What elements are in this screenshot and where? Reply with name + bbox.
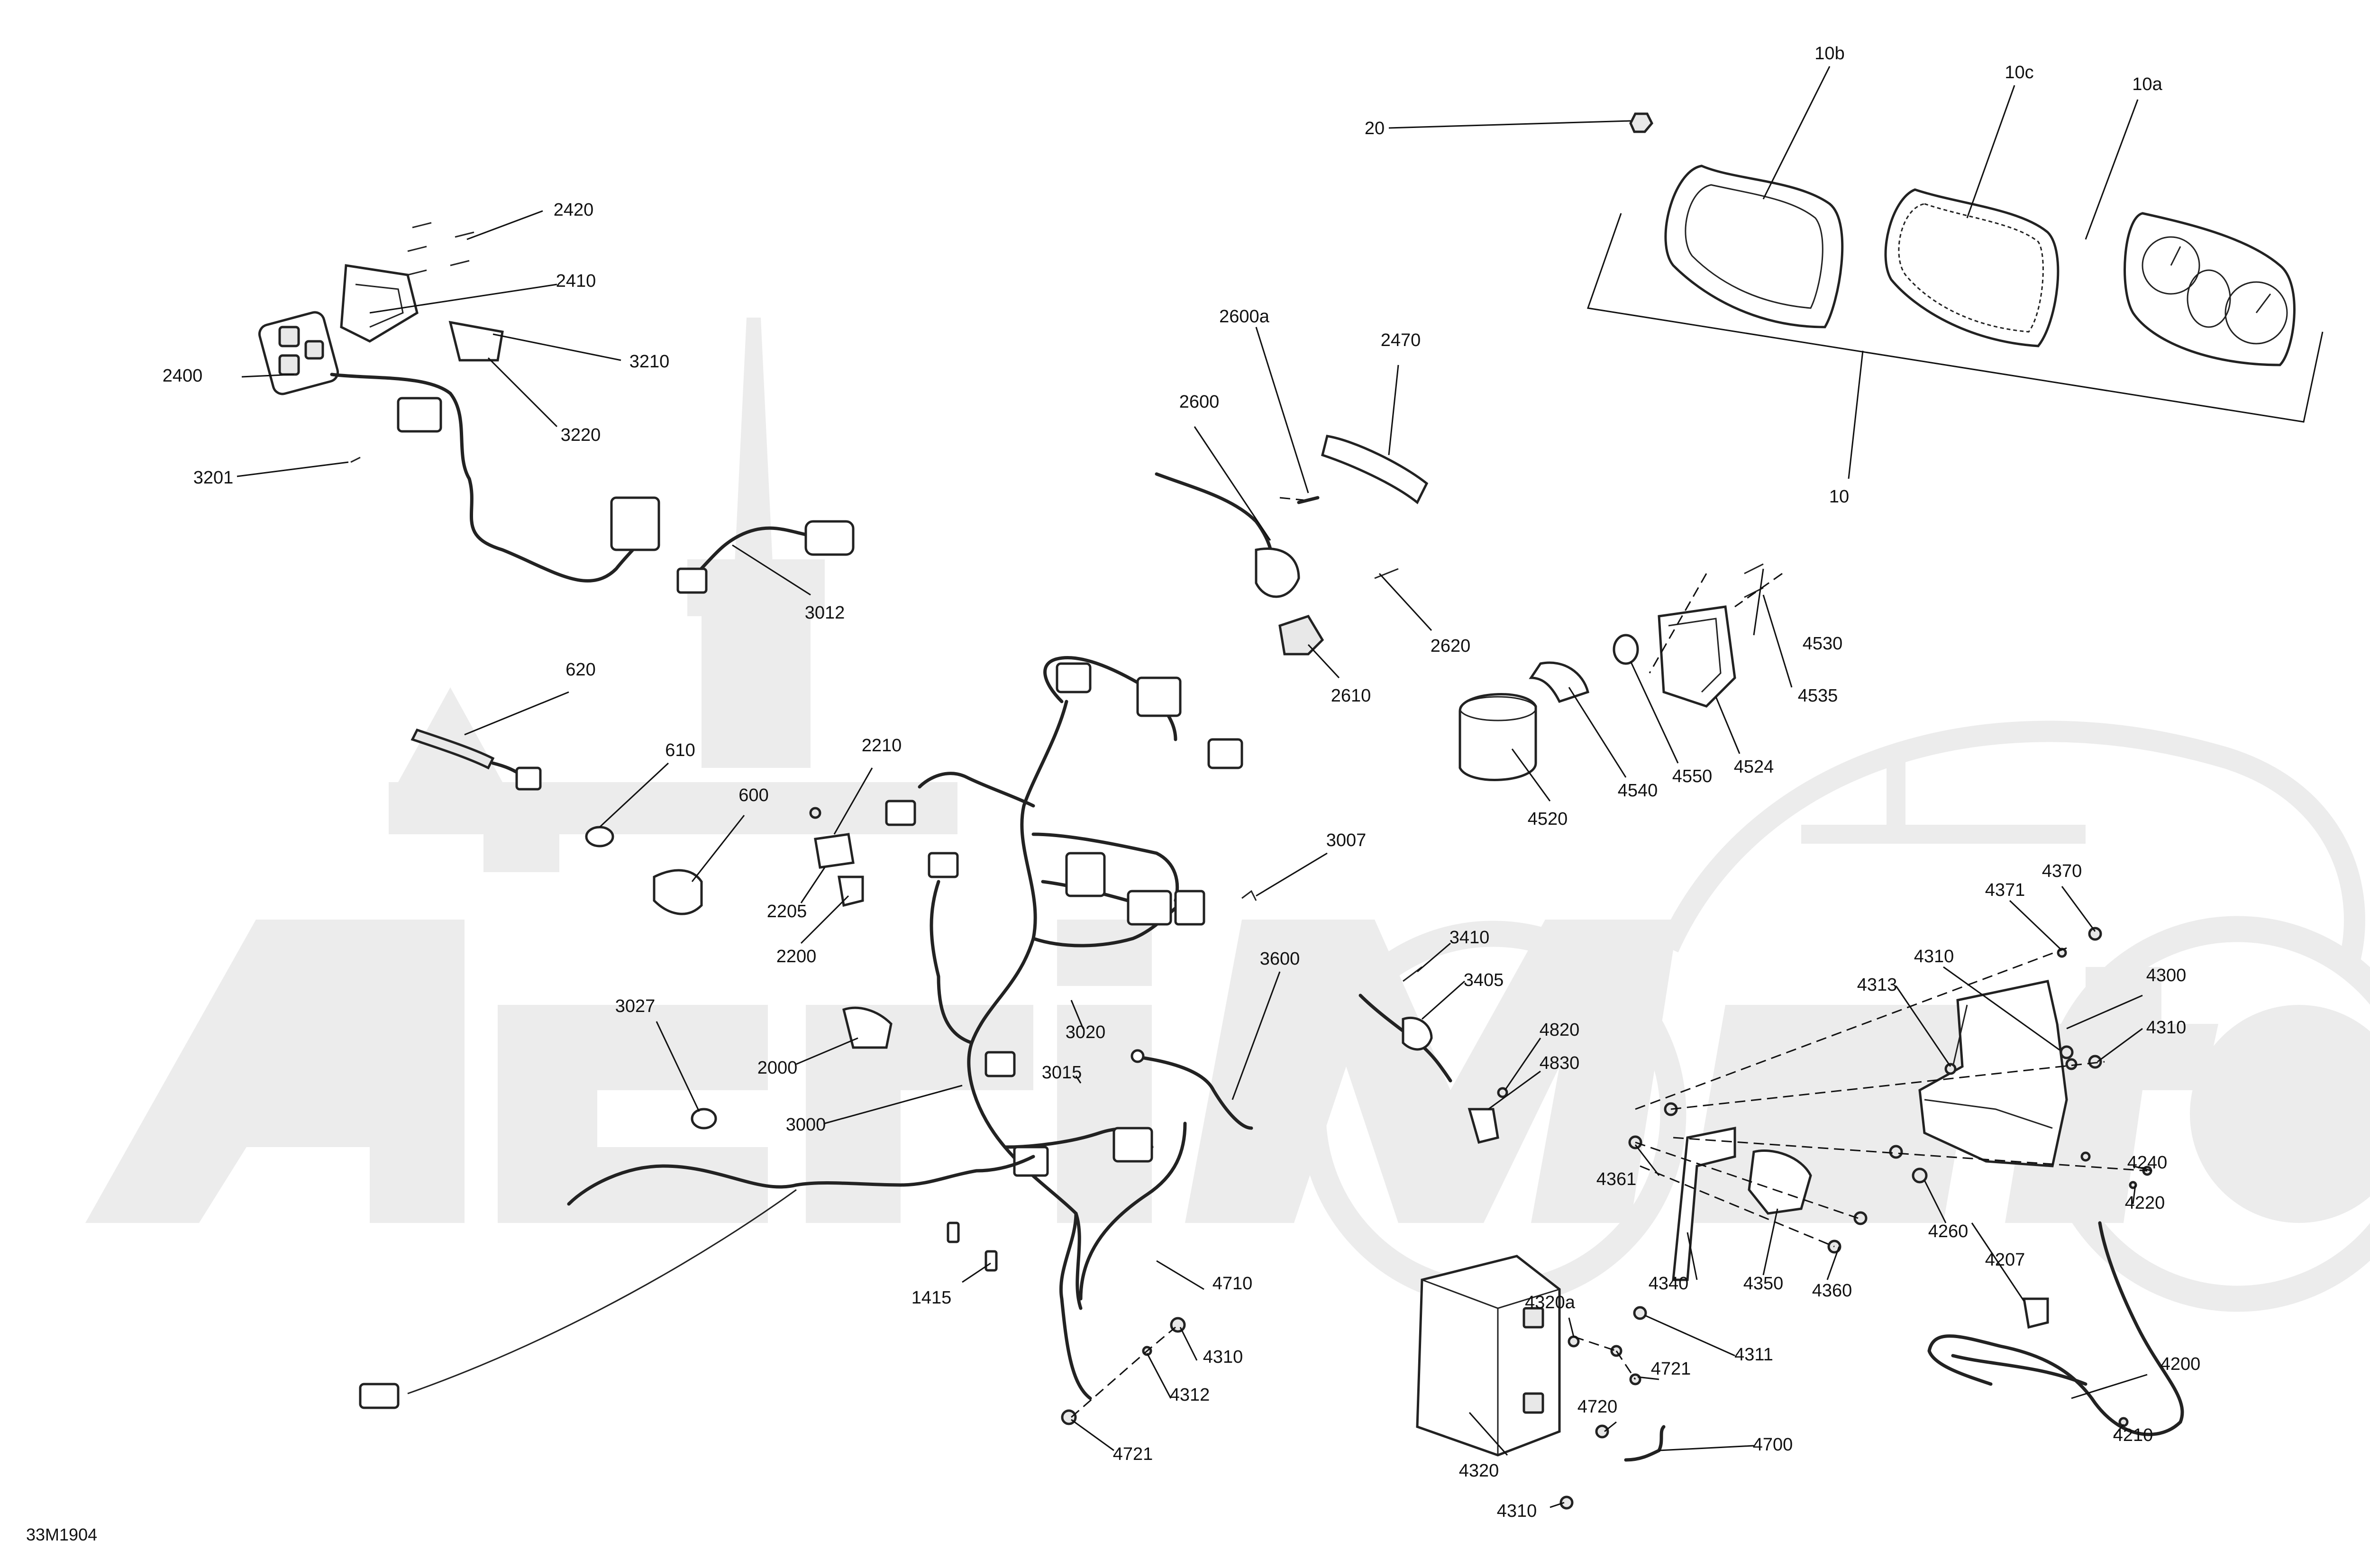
callout-2000: 2000: [757, 1058, 798, 1078]
switch-housing-2400: [258, 311, 339, 395]
callout-4830: 4830: [1540, 1053, 1580, 1073]
callout-4310-a: 4310: [1203, 1347, 1243, 1367]
callout-2610: 2610: [1331, 686, 1371, 706]
cable-4200: [1927, 1221, 2184, 1436]
callout-4520: 4520: [1528, 809, 1568, 829]
callout-4721-a: 4721: [1113, 1444, 1153, 1464]
sleeve-2470: [1321, 435, 1429, 504]
connector-3405: [1402, 1016, 1433, 1051]
callout-4260: 4260: [1928, 1222, 1969, 1241]
callout-4720: 4720: [1577, 1397, 1618, 1417]
callout-10c: 10c: [2005, 63, 2033, 82]
part-620: [410, 728, 495, 770]
callout-4535: 4535: [1798, 686, 1838, 706]
callout-4310-c: 4310: [2146, 1018, 2187, 1038]
callout-4210: 4210: [2113, 1425, 2153, 1445]
callout-3600: 3600: [1260, 949, 1300, 969]
callout-4320a: 4320a: [1525, 1293, 1576, 1313]
callout-4320: 4320: [1459, 1461, 1499, 1481]
callout-4530: 4530: [1803, 634, 1843, 654]
callout-4820: 4820: [1540, 1020, 1580, 1040]
switch-cover-2410: [340, 264, 419, 343]
cap-2610: [1278, 614, 1324, 656]
callout-2205: 2205: [767, 902, 807, 921]
part-4830: [1468, 1108, 1499, 1144]
clip-3007: [1241, 890, 1257, 901]
callout-4524: 4524: [1734, 757, 1774, 777]
connector-3210: [448, 320, 504, 362]
callout-10b: 10b: [1814, 44, 1844, 64]
callout-610: 610: [665, 740, 695, 760]
callout-2600: 2600: [1179, 392, 1220, 412]
callout-3201: 3201: [193, 468, 234, 488]
leader-lines: [237, 66, 2324, 1508]
part-sketches: [258, 112, 2296, 1510]
callout-3007: 3007: [1326, 830, 1367, 850]
callout-4350: 4350: [1743, 1274, 1784, 1294]
ring-610: [585, 826, 614, 848]
nut-20: [1629, 112, 1653, 133]
callout-4200: 4200: [2160, 1354, 2201, 1374]
callout-10a: 10a: [2132, 74, 2162, 94]
callout-3020: 3020: [1066, 1022, 1106, 1042]
part-600: [653, 869, 703, 915]
lens-10c: [1884, 188, 2060, 347]
callout-1415: 1415: [912, 1288, 952, 1308]
cable-3600: [1136, 1055, 1253, 1130]
callout-3410: 3410: [1449, 928, 1490, 948]
callout-4340: 4340: [1649, 1274, 1689, 1294]
callout-4370: 4370: [2042, 861, 2082, 881]
callout-4310-d: 4310: [1497, 1501, 1537, 1521]
callout-3027: 3027: [615, 996, 656, 1016]
callout-4312: 4312: [1170, 1385, 1210, 1405]
callout-3220: 3220: [561, 425, 601, 445]
callout-4360: 4360: [1812, 1281, 1852, 1301]
callout-600: 600: [738, 785, 768, 805]
callout-4371: 4371: [1985, 880, 2025, 900]
callout-2210: 2210: [862, 736, 902, 756]
callout-4721-b: 4721: [1651, 1359, 1691, 1379]
gauge-cluster-10a: [2124, 212, 2296, 366]
canister-4520: [1458, 693, 1537, 781]
cable-4700: [1624, 1425, 1666, 1462]
callout-10: 10: [1829, 487, 1849, 507]
callout-2600a: 2600a: [1219, 307, 1270, 327]
callout-2410: 2410: [556, 271, 596, 291]
callout-2620: 2620: [1431, 636, 1471, 656]
callout-4207: 4207: [1985, 1250, 2025, 1270]
callout-2470: 2470: [1381, 330, 1421, 350]
callout-4220: 4220: [2125, 1193, 2165, 1213]
callout-2200: 2200: [776, 947, 817, 966]
bezel-10b: [1664, 164, 1844, 328]
callout-3210: 3210: [629, 352, 670, 372]
callout-4710: 4710: [1212, 1274, 1253, 1294]
bracket-4524: [1658, 605, 1736, 708]
callout-3405: 3405: [1464, 970, 1504, 990]
callout-4300: 4300: [2146, 966, 2187, 985]
callout-20: 20: [1365, 119, 1385, 138]
callout-3015: 3015: [1042, 1063, 1082, 1083]
callout-2400: 2400: [163, 366, 203, 386]
callout-620: 620: [565, 660, 595, 680]
callout-3000: 3000: [786, 1115, 826, 1135]
callout-4700: 4700: [1753, 1435, 1793, 1455]
relay-4350: [1748, 1149, 1812, 1215]
callout-2420: 2420: [554, 200, 594, 220]
callout-labels: 10 10a 10b 10c 20 2420 2410 2400 3210 32…: [26, 44, 2200, 1544]
callout-4313: 4313: [1857, 975, 1897, 995]
callout-3012: 3012: [805, 603, 845, 623]
part-2000: [842, 1006, 893, 1049]
callout-4540: 4540: [1618, 781, 1658, 801]
callout-4240: 4240: [2127, 1153, 2168, 1173]
callout-4550: 4550: [1672, 766, 1713, 786]
figure-code: 33M1904: [26, 1525, 97, 1544]
grommet-3027: [691, 1108, 717, 1130]
callout-4311: 4311: [1734, 1345, 1773, 1365]
callout-4361: 4361: [1596, 1169, 1637, 1189]
callout-4310-b: 4310: [1914, 947, 1954, 966]
